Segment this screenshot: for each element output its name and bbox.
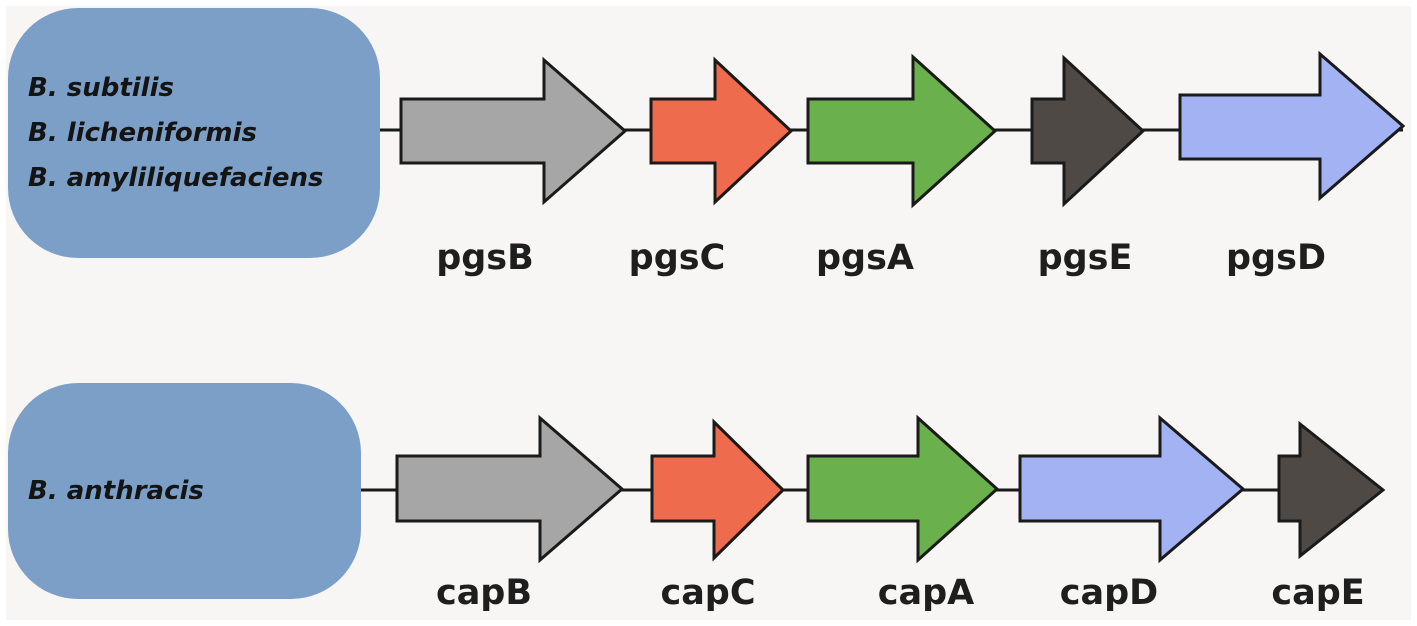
gene-arrow-capA	[806, 414, 1000, 564]
gene-arrow-pgsA	[806, 53, 998, 209]
gene-label-pgsE: pgsE	[1037, 238, 1133, 278]
gene-label-capE: capE	[1271, 573, 1365, 613]
gene-label-capC: capC	[660, 573, 756, 613]
gene-arrow-pgsD	[1178, 50, 1406, 202]
species-name: B. anthracis	[28, 475, 204, 506]
species-box-operon-2: B. anthracis	[8, 383, 361, 599]
gene-arrow-capD	[1018, 414, 1246, 564]
species-box-operon-1: B. subtilis B. licheniformis B. amyliliq…	[8, 8, 380, 258]
gene-label-pgsB: pgsB	[436, 238, 534, 278]
gene-label-capB: capB	[435, 573, 533, 613]
gene-arrow-capE	[1277, 420, 1386, 560]
species-name: B. amyliliquefaciens	[28, 162, 324, 193]
gene-arrow-pgsB	[399, 56, 628, 206]
gene-arrow-pgsC	[649, 56, 794, 206]
gene-label-pgsA: pgsA	[815, 238, 915, 278]
gene-arrow-pgsE	[1030, 54, 1146, 208]
gene-label-pgsD: pgsD	[1226, 238, 1326, 278]
gene-label-capD: capD	[1059, 573, 1159, 613]
species-name: B. licheniformis	[28, 117, 258, 148]
gene-arrow-capC	[650, 418, 786, 562]
gene-arrow-capB	[395, 414, 625, 564]
species-name: B. subtilis	[28, 72, 174, 103]
gene-label-capA: capA	[877, 573, 975, 613]
gene-label-pgsC: pgsC	[628, 238, 726, 278]
